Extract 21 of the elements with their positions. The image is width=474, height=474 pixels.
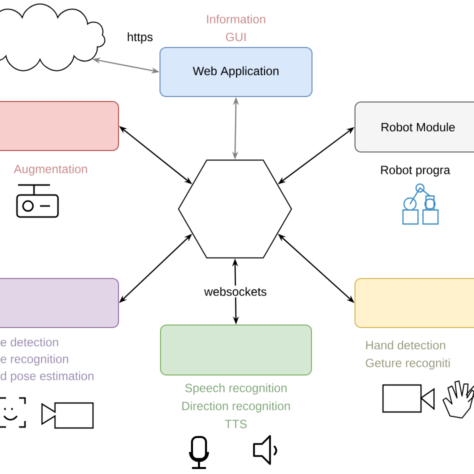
caption-text: Hand detection bbox=[366, 340, 446, 350]
rounded-box bbox=[0, 101, 119, 151]
cloud-shape bbox=[0, 4, 106, 72]
rounded-box bbox=[354, 278, 474, 328]
rounded-box bbox=[160, 324, 312, 376]
caption-text: Augmentation bbox=[14, 164, 88, 176]
edge-label: https bbox=[128, 32, 153, 44]
caption-text: d pose estimation bbox=[0, 371, 94, 383]
caption-text: Robot progra bbox=[381, 165, 450, 177]
caption-text: TTS bbox=[224, 420, 247, 428]
edge-label: websockets bbox=[202, 286, 268, 298]
caption-text: Geture recogniti bbox=[366, 358, 450, 370]
caption-text: Speech recognition bbox=[185, 383, 287, 395]
caption-text: e detection bbox=[0, 338, 58, 346]
rounded-box bbox=[0, 278, 119, 328]
caption-text: e recognition bbox=[0, 354, 68, 366]
caption-text: Information bbox=[207, 14, 266, 24]
caption-text: GUI bbox=[226, 32, 246, 42]
process-box: Robot Module bbox=[354, 102, 474, 152]
caption-text: Direction recognition bbox=[182, 401, 290, 413]
process-box: Web Application bbox=[160, 47, 312, 97]
